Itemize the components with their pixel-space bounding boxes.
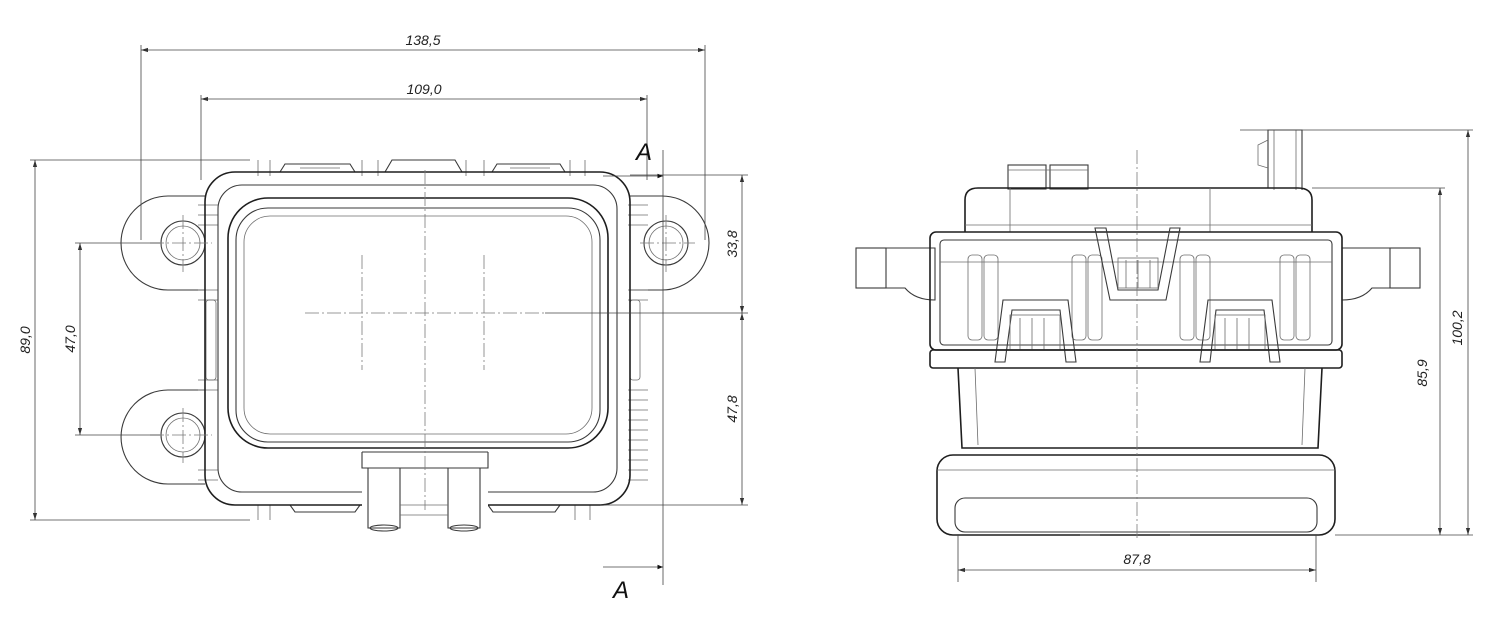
side-view: 87,8 100,2 85,9 <box>855 129 1473 582</box>
dim-text-hole-spacing: 47,0 <box>62 325 78 352</box>
top-cable-connector <box>1257 129 1303 190</box>
base-outer <box>936 454 1336 536</box>
dim-text-housing-width: 109,0 <box>406 81 441 97</box>
mounting-ear-lower-left <box>120 389 206 485</box>
dim-text-total-height: 100,2 <box>1449 310 1465 345</box>
housing-inner-outline <box>217 184 618 493</box>
dim-text-upper-offset: 33,8 <box>724 230 740 257</box>
dim-overall-width: 138,5 <box>140 32 706 240</box>
dim-bottom-width: 87,8 <box>957 535 1317 582</box>
dim-hole-spacing: 47,0 <box>62 242 160 436</box>
dim-text-lower-offset: 47,8 <box>724 395 740 422</box>
section-line-a: A A <box>603 139 664 604</box>
lid-inner <box>235 207 601 443</box>
latch-right <box>1199 299 1281 363</box>
side-ribs <box>967 254 1311 341</box>
lid-outer <box>227 197 609 449</box>
latch-left <box>994 299 1077 363</box>
top-tabs <box>1007 164 1089 190</box>
dim-overall-height: 89,0 <box>17 159 250 521</box>
dim-body-height: 85,9 <box>1312 187 1445 535</box>
top-connectors <box>257 159 586 176</box>
lid-window <box>243 215 593 435</box>
dim-upper-offset: 33,8 <box>545 174 748 314</box>
front-view: 138,5 109,0 89,0 47,0 33,8 <box>17 32 748 604</box>
dim-text-overall-width: 138,5 <box>405 32 440 48</box>
dim-text-overall-height: 89,0 <box>17 326 33 353</box>
bottom-connectors <box>257 504 591 520</box>
dim-text-bottom-width: 87,8 <box>1123 551 1150 567</box>
upper-housing <box>964 187 1313 232</box>
cooling-fins-left <box>198 204 218 481</box>
dim-lower-offset: 47,8 <box>600 313 748 506</box>
dim-total-height: 100,2 <box>1240 129 1473 536</box>
cooling-fins-right <box>628 204 648 481</box>
dim-text-body-height: 85,9 <box>1414 359 1430 386</box>
section-label-bottom: A <box>611 577 629 604</box>
dim-housing-width: 109,0 <box>200 81 648 180</box>
latch-center <box>1094 227 1181 301</box>
section-label-top: A <box>634 139 652 166</box>
flange <box>929 349 1343 369</box>
base-inner <box>954 497 1318 533</box>
lower-body <box>957 367 1323 449</box>
